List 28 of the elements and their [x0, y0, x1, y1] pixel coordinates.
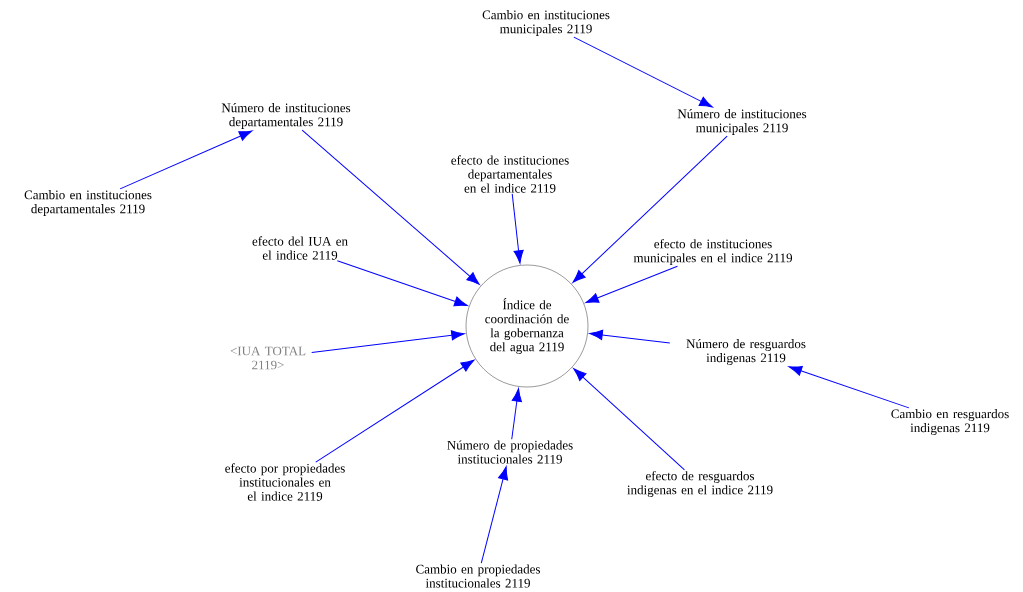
variable-label: Número de propiedades institucionales 2119 — [447, 440, 573, 464]
arrow — [511, 193, 524, 264]
variable-label: Cambio en propiedades institucionales 2119 — [416, 564, 540, 588]
variable-label: Cambio en instituciones departamentales 2119 — [24, 190, 152, 216]
variable-label: efecto del IUA en el indice 2119 — [252, 236, 348, 260]
variable-label: Cambio en instituciones municipales 2119 — [482, 10, 610, 36]
arrow — [511, 388, 522, 440]
arrow — [573, 368, 685, 471]
arrow — [589, 329, 671, 344]
shadow-variable-label: <IUA TOTAL 2119> — [230, 346, 306, 370]
arrow — [585, 265, 678, 304]
variable-label: efecto de instituciones departamentales en el indice 2119 — [451, 155, 569, 193]
arrow — [311, 330, 465, 354]
arrow — [336, 260, 468, 307]
variable-label: Cambio en resguardos indigenas 2119 — [891, 409, 1009, 435]
variable-label: efecto de instituciones municipales en el indice 2119 — [633, 239, 793, 265]
variable-label: efecto de resguardos indigenas en el indice 2119 — [627, 471, 773, 497]
arrow — [573, 36, 713, 108]
variable-label: Número de resguardos indigenas 2119 — [686, 339, 806, 365]
arrow — [788, 365, 910, 409]
arrow — [119, 130, 253, 190]
variable-label: efecto por propiedades institucionales en el indice 2119 — [225, 463, 345, 501]
arrow — [315, 359, 475, 463]
variable-label: Número de instituciones departamentales 2119 — [221, 103, 351, 129]
arrow — [572, 135, 728, 283]
arrow — [301, 129, 480, 285]
arrow — [480, 466, 509, 564]
variable-label: Número de instituciones municipales 2119 — [677, 109, 807, 135]
